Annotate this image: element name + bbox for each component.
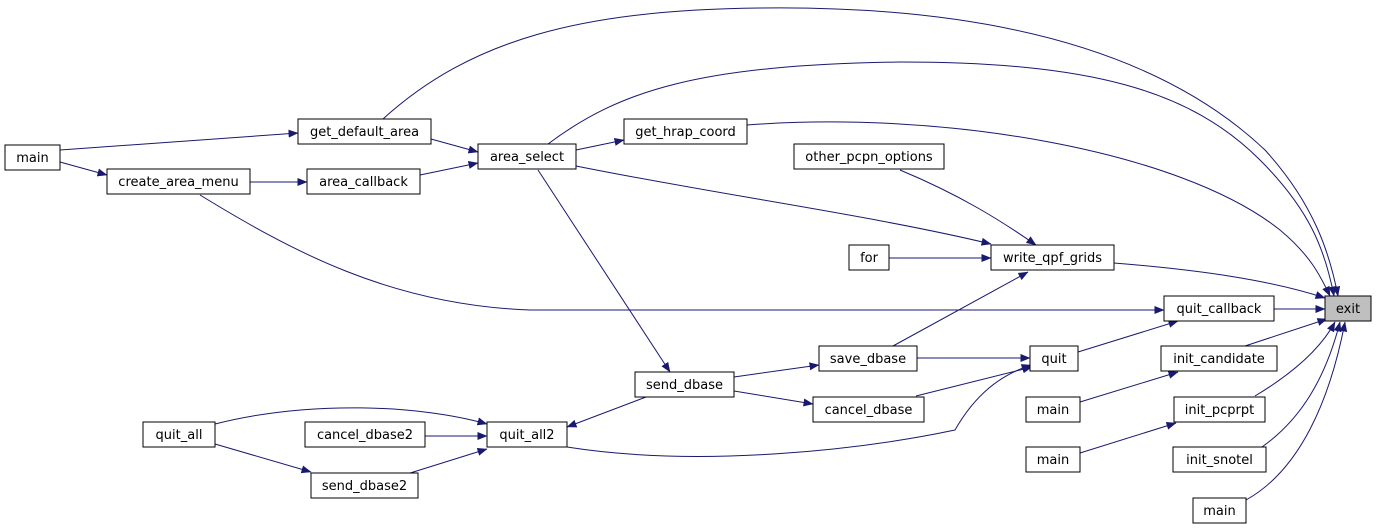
node-label-send-dbase: send_dbase (646, 378, 723, 393)
edge-area-select-to-write-qpf-grids (575, 165, 992, 246)
edge-area-callback-to-area-select (419, 161, 479, 176)
edge-init-snotel-to-exit (1261, 321, 1342, 448)
nodes: exit main get_default_area create_area_m… (4, 118, 1372, 524)
node-quit-all[interactable]: quit_all (142, 421, 216, 448)
node-label-save-dbase: save_dbase (830, 352, 906, 367)
node-label-cancel-dbase2: cancel_dbase2 (317, 428, 413, 443)
edge-send-dbase-to-quit-all2 (566, 396, 647, 428)
node-main[interactable]: main (4, 144, 61, 171)
edge-cancel-dbase-to-quit (915, 365, 1033, 397)
node-label-area-callback: area_callback (319, 175, 408, 190)
node-save-dbase[interactable]: save_dbase (818, 345, 918, 372)
node-label-init-pcprpt: init_pcprpt (1185, 403, 1254, 418)
edge-get-default-area-to-area-select (430, 138, 479, 154)
node-label-init-candidate: init_candidate (1173, 352, 1265, 367)
edge-quit-all-to-quit-all2 (214, 407, 488, 426)
node-label-main: main (16, 151, 48, 166)
node-label-main-right-2: main (1037, 453, 1069, 468)
node-area-callback[interactable]: area_callback (306, 168, 421, 195)
edge-send-dbase2-to-quit-all2 (406, 448, 488, 475)
node-label-write-qpf-grids: write_qpf_grids (1003, 251, 1102, 266)
edges (59, 7, 1348, 501)
node-label-main-right-3: main (1203, 504, 1235, 519)
node-label-create-area-menu: create_area_menu (118, 175, 238, 190)
edge-area-select-to-exit (547, 61, 1337, 297)
node-init-snotel[interactable]: init_snotel (1172, 446, 1267, 473)
node-init-candidate[interactable]: init_candidate (1160, 345, 1278, 372)
node-label-send-dbase2: send_dbase2 (322, 479, 407, 494)
edge-other-pcpn-options-to-write-qpf-grids (899, 169, 1037, 246)
edge-init-pcprpt-to-exit (1254, 321, 1336, 397)
edge-main-r3-to-exit (1245, 321, 1348, 501)
edge-write-qpf-grids-to-exit (1113, 262, 1326, 299)
node-label-quit-callback: quit_callback (1177, 302, 1262, 317)
node-quit-callback[interactable]: quit_callback (1163, 295, 1275, 322)
edge-save-dbase-to-write-qpf-grids (892, 271, 1029, 347)
node-label-quit-all: quit_all (156, 428, 203, 443)
node-cancel-dbase[interactable]: cancel_dbase (812, 396, 925, 423)
node-quit-all2[interactable]: quit_all2 (486, 421, 568, 448)
node-get-hrap-coord[interactable]: get_hrap_coord (623, 118, 748, 145)
node-send-dbase2[interactable]: send_dbase2 (310, 472, 419, 499)
node-label-cancel-dbase: cancel_dbase (825, 403, 913, 418)
node-for[interactable]: for (848, 244, 890, 271)
node-label-get-hrap-coord: get_hrap_coord (635, 125, 736, 140)
edge-quit-to-quit-callback (1077, 319, 1179, 353)
edge-send-dbase-to-save-dbase (733, 362, 820, 378)
node-cancel-dbase2[interactable]: cancel_dbase2 (304, 421, 426, 448)
node-label-get-default-area: get_default_area (310, 125, 419, 140)
node-write-qpf-grids[interactable]: write_qpf_grids (990, 244, 1115, 271)
node-other-pcpn-options[interactable]: other_pcpn_options (793, 143, 945, 170)
node-exit[interactable]: exit (1324, 295, 1372, 322)
node-get-default-area[interactable]: get_default_area (297, 118, 432, 145)
edge-main-to-create-area-menu (59, 161, 108, 177)
edge-create-area-menu-to-quit-callback (199, 194, 1165, 314)
node-init-pcprpt[interactable]: init_pcprpt (1173, 396, 1266, 423)
node-label-main-right-1: main (1037, 403, 1069, 418)
edge-get-default-area-to-exit (382, 7, 1341, 297)
node-label-area-select: area_select (490, 150, 564, 165)
node-label-init-snotel: init_snotel (1186, 453, 1253, 468)
node-label-quit-all2: quit_all2 (499, 428, 554, 443)
node-quit[interactable]: quit (1029, 345, 1079, 372)
edge-main-to-get-default-area (59, 129, 299, 151)
node-label-exit: exit (1336, 302, 1360, 317)
edge-quit-all2-to-quit (566, 364, 1032, 457)
node-label-for: for (860, 251, 879, 266)
edge-area-select-to-get-hrap-coord (575, 138, 625, 151)
edge-quit-all-to-send-dbase2 (214, 443, 312, 474)
node-main-right-1[interactable]: main (1025, 396, 1081, 423)
node-label-quit: quit (1041, 352, 1066, 367)
edge-main-r1-to-init-candidate (1079, 370, 1179, 403)
node-area-select[interactable]: area_select (477, 143, 577, 170)
node-create-area-menu[interactable]: create_area_menu (106, 168, 251, 195)
node-label-other-pcpn-options: other_pcpn_options (805, 150, 933, 165)
edge-main-r2-to-init-pcprpt (1079, 422, 1177, 454)
edge-init-candidate-to-exit (1244, 318, 1328, 347)
edge-send-dbase-to-cancel-dbase (733, 390, 814, 407)
edge-get-hrap-coord-to-exit (746, 121, 1331, 297)
edge-area-select-to-send-dbase (537, 169, 671, 373)
node-main-right-2[interactable]: main (1025, 446, 1081, 473)
node-send-dbase[interactable]: send_dbase (634, 371, 735, 398)
node-main-right-3[interactable]: main (1192, 497, 1247, 524)
